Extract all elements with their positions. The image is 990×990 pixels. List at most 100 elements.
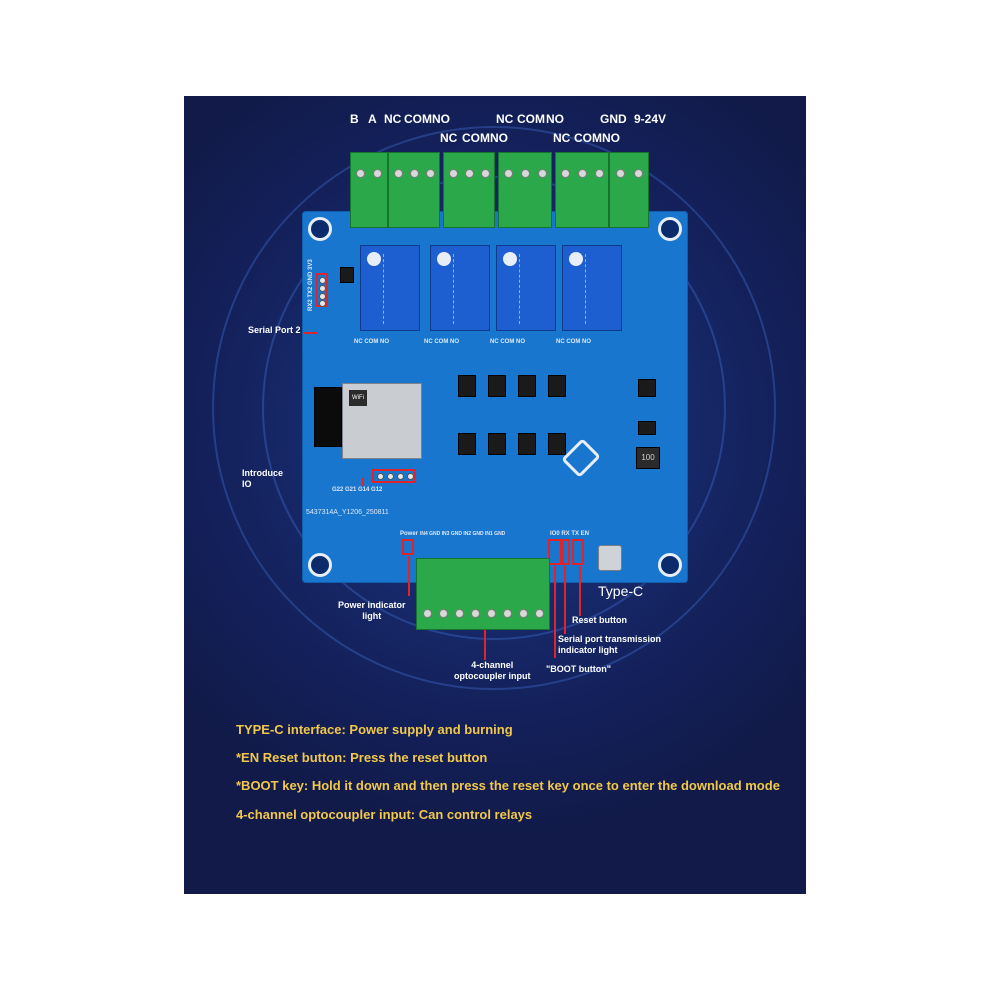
- serial-pin: [319, 277, 326, 284]
- power-silk: Power: [400, 531, 419, 537]
- screw-icon: [394, 169, 403, 178]
- label-no-2: NO: [490, 131, 508, 145]
- relay-1: [360, 245, 420, 331]
- terminal-block-relay4: [555, 152, 609, 228]
- label-com-3: COM: [517, 112, 545, 126]
- relay-marking-area: [383, 254, 416, 324]
- callout-line-input: [484, 630, 486, 660]
- relay-logo-icon: [503, 252, 517, 266]
- serial-pin: [319, 285, 326, 292]
- type-c-port[interactable]: [598, 545, 622, 571]
- screw-icon: [465, 169, 474, 178]
- label-nc-1: NC: [384, 112, 402, 126]
- description-type-c: TYPE-C interface: Power supply and burni…: [236, 722, 513, 737]
- label-gnd: GND: [600, 112, 627, 126]
- label-com-1: COM: [404, 112, 432, 126]
- screw-icon: [616, 169, 625, 178]
- screw-icon: [455, 609, 464, 618]
- screw-icon: [595, 169, 604, 178]
- power-indicator-box: [402, 539, 414, 555]
- input-header-silk: IN4 GND IN3 GND IN2 GND IN1 GND: [420, 531, 506, 537]
- mount-hole-tl: [308, 217, 332, 241]
- diode-chip: [638, 421, 656, 435]
- screw-icon: [356, 169, 365, 178]
- label-a: A: [368, 112, 377, 126]
- optocoupler-7: [518, 433, 536, 455]
- callout-line-serial: [304, 332, 318, 334]
- optocoupler-1: [458, 375, 476, 397]
- mount-hole-bl: [308, 553, 332, 577]
- screw-icon: [504, 169, 513, 178]
- relay-logo-icon: [437, 252, 451, 266]
- callout-introduce-io: Introduce IO: [242, 468, 284, 489]
- relay-marking-area: [585, 254, 618, 324]
- optocoupler-4: [548, 375, 566, 397]
- screw-icon: [535, 609, 544, 618]
- screw-icon: [487, 609, 496, 618]
- terminal-block-rs485: [350, 152, 388, 228]
- esp32-module: WiFi: [342, 383, 422, 459]
- wifi-logo-icon: WiFi: [349, 390, 367, 406]
- reset-button-box[interactable]: [572, 539, 584, 565]
- product-panel: B A NC COM NO NC COM NO GND 9-24V NC COM…: [184, 96, 806, 894]
- terminal-block-relay2: [443, 152, 495, 228]
- screw-icon: [538, 169, 547, 178]
- description-optocoupler: 4-channel optocoupler input: Can control…: [236, 807, 533, 822]
- relay-marking-area: [453, 254, 486, 324]
- pcb-board: NC COM NO NC COM NO NC COM NO NC COM NO …: [302, 211, 688, 583]
- io-pin: [377, 473, 384, 480]
- screw-icon: [423, 609, 432, 618]
- screw-icon: [481, 169, 490, 178]
- boot-button-box[interactable]: [548, 539, 562, 565]
- callout-line-tx: [564, 566, 566, 634]
- mount-hole-br: [658, 553, 682, 577]
- io-pin: [397, 473, 404, 480]
- regulator-chip: [638, 379, 656, 397]
- screw-icon: [521, 169, 530, 178]
- optocoupler-5: [458, 433, 476, 455]
- label-com-4: COM: [574, 131, 602, 145]
- callout-serial-port-2: Serial Port 2: [248, 325, 301, 335]
- optocoupler-6: [488, 433, 506, 455]
- optocoupler-3: [518, 375, 536, 397]
- bg-ring-outer: [212, 126, 776, 690]
- relay-silk-1: NC COM NO: [354, 339, 389, 345]
- label-nc-2: NC: [440, 131, 458, 145]
- relay-silk-3: NC COM NO: [490, 339, 525, 345]
- label-b: B: [350, 112, 359, 126]
- optocoupler-2: [488, 375, 506, 397]
- io-pin-silk: G22 G21 G14 G12: [332, 487, 383, 493]
- screw-icon: [426, 169, 435, 178]
- callout-line-boot: [554, 566, 556, 658]
- screw-icon: [439, 609, 448, 618]
- optocoupler-8: [548, 433, 566, 455]
- callout-power-indicator: Power indicator light: [338, 600, 406, 621]
- relay-silk-2: NC COM NO: [424, 339, 459, 345]
- relay-2: [430, 245, 490, 331]
- io-pin: [407, 473, 414, 480]
- transceiver-chip: [340, 267, 354, 283]
- screw-icon: [503, 609, 512, 618]
- antenna: [314, 387, 342, 447]
- callout-serial-tx-indicator: Serial port transmission indicator light: [558, 634, 662, 655]
- mount-hole-tr: [658, 217, 682, 241]
- inductor: 100: [636, 447, 660, 469]
- part-code: 5437314A_Y1206_250811: [306, 509, 389, 516]
- label-nc-4: NC: [553, 131, 571, 145]
- screw-icon: [519, 609, 528, 618]
- terminal-block-relay3: [498, 152, 552, 228]
- relay-marking-area: [519, 254, 552, 324]
- io-pin: [387, 473, 394, 480]
- buttons-silk: IO0 RX TX EN: [550, 531, 590, 537]
- relay-4: [562, 245, 622, 331]
- relay-silk-4: NC COM NO: [556, 339, 591, 345]
- serial-tx-indicator-box: [562, 539, 570, 565]
- screw-icon: [449, 169, 458, 178]
- label-com-2: COM: [462, 131, 490, 145]
- callout-line-io: [362, 478, 364, 486]
- terminal-block-relay1: [388, 152, 440, 228]
- description-en-reset: *EN Reset button: Press the reset button: [236, 750, 488, 765]
- relay-logo-icon: [367, 252, 381, 266]
- callout-type-c: Type-C: [598, 583, 644, 599]
- callout-line-reset: [579, 566, 581, 616]
